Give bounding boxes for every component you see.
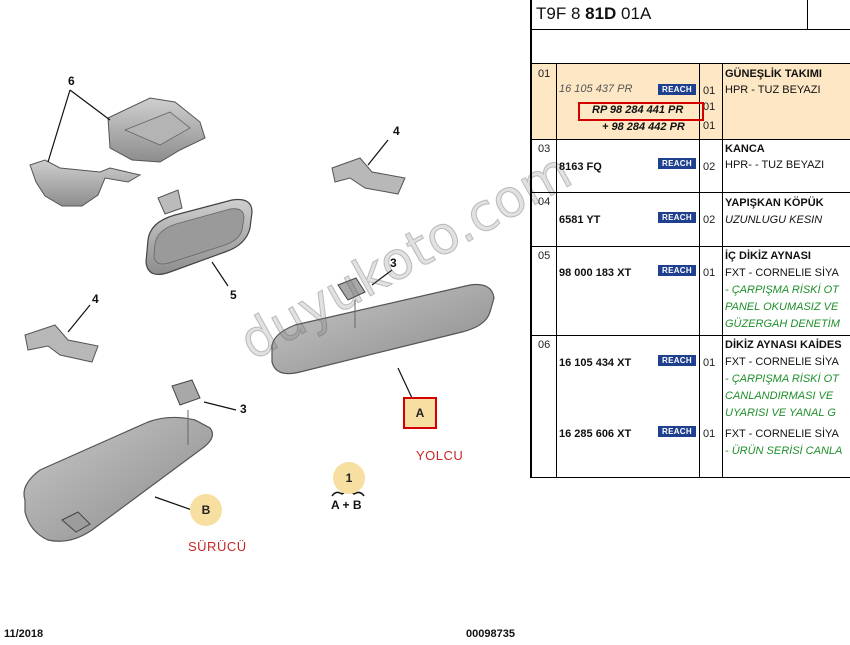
callout-3-top: 3 — [390, 256, 397, 270]
driver-sun-visor — [23, 379, 237, 542]
part-number[interactable]: 6581 YT — [559, 214, 601, 226]
part-desc: UZUNLUGU KESIN — [725, 214, 823, 226]
parts-illustration — [23, 89, 495, 542]
part-number[interactable]: RP 98 284 441 PR — [592, 104, 684, 116]
part-title: YAPIŞKAN KÖPÜK — [725, 197, 824, 209]
driver-text: SÜRÜCÜ — [188, 539, 247, 554]
table-subheader — [532, 30, 850, 65]
passenger-text: YOLCU — [416, 448, 464, 463]
parts-diagram: 6 4 5 3 4 3 A YOLCU B SÜRÜCÜ 1 A + B 11/… — [4, 74, 515, 640]
reach-badge: REACH — [658, 426, 696, 437]
diagram-reference: 00098735 — [466, 628, 515, 640]
table-row[interactable]: 06 16 105 434 XT REACH 01 16 285 606 XT … — [532, 335, 850, 478]
part-desc: FXT - CORNELIE SİYA — [725, 428, 839, 440]
part-note: - ÇARPIŞMA RİSKİ OT — [725, 373, 839, 385]
callout-6: 6 — [68, 74, 75, 88]
assembly-sub-label: A + B — [331, 498, 362, 512]
highlight-box — [578, 102, 704, 121]
part-desc: FXT - CORNELIE SİYA — [725, 356, 839, 368]
reach-badge: REACH — [658, 212, 696, 223]
diagram-date: 11/2018 — [4, 628, 44, 640]
part-number[interactable]: 98 000 183 XT — [559, 267, 632, 279]
callout-4-left: 4 — [92, 292, 99, 306]
table-row[interactable]: 04 6581 YT REACH 02 YAPIŞKAN KÖPÜK UZUNL… — [532, 192, 850, 247]
table-row[interactable]: 01 16 105 437 PR REACH 01 RP 98 284 441 … — [532, 64, 850, 140]
parts-table: T9F 8 81D 01A 01 16 105 437 PR REACH 01 … — [530, 0, 850, 478]
table-row[interactable]: 03 8163 FQ REACH 02 KANCA HPR- - TUZ BEY… — [532, 139, 850, 193]
part-note: GÜZERGAH DENETİM — [725, 318, 840, 330]
part-note: UYARISI VE YANAL G — [725, 407, 836, 419]
mirror-base-cover-part — [29, 89, 206, 207]
part-note: - ÜRÜN SERİSİ CANLA — [725, 445, 843, 457]
table-row[interactable]: 05 98 000 183 XT REACH 01 İÇ DİKİZ AYNAS… — [532, 246, 850, 336]
part-number[interactable]: 16 285 606 XT — [559, 428, 632, 440]
part-note: CANLANDIRMASI VE — [725, 390, 834, 402]
reach-badge: REACH — [658, 84, 696, 95]
callout-3-left: 3 — [240, 402, 247, 416]
interior-mirror-part — [145, 189, 253, 287]
part-number[interactable]: 8163 FQ — [559, 161, 602, 173]
reach-badge: REACH — [658, 158, 696, 169]
part-desc: HPR- - TUZ BEYAZI — [725, 159, 825, 171]
part-title: İÇ DİKİZ AYNASI — [725, 250, 811, 262]
table-header: T9F 8 81D 01A — [532, 0, 850, 30]
part-desc: HPR - TUZ BEYAZI — [725, 84, 821, 96]
part-number[interactable]: 16 105 437 PR — [559, 83, 633, 95]
quantity: 01 — [703, 357, 716, 369]
callout-5: 5 — [230, 288, 237, 302]
assembly-label-1: 1 — [333, 462, 365, 494]
quantity: 01 — [703, 85, 716, 97]
quantity: 01 — [703, 267, 716, 279]
part-title: DİKİZ AYNASI KAİDES — [725, 339, 842, 351]
quantity: 02 — [703, 214, 716, 226]
quantity: 02 — [703, 161, 716, 173]
part-note: - ÇARPIŞMA RİSKİ OT — [725, 284, 839, 296]
quantity: 01 — [703, 101, 716, 113]
reach-badge: REACH — [658, 355, 696, 366]
quantity: 01 — [703, 120, 716, 132]
part-note: PANEL OKUMASIZ VE — [725, 301, 839, 313]
part-desc: FXT - CORNELIE SİYA — [725, 267, 839, 279]
reach-badge: REACH — [658, 265, 696, 276]
part-number[interactable]: + 98 284 442 PR — [602, 121, 685, 133]
driver-label-b: B — [190, 494, 222, 526]
adhesive-foam-part — [24, 139, 406, 363]
passenger-label-a: A — [403, 397, 437, 429]
quantity: 01 — [703, 428, 716, 440]
part-number[interactable]: 16 105 434 XT — [559, 357, 632, 369]
part-title: KANCA — [725, 143, 765, 155]
part-title: GÜNEŞLİK TAKIMI — [725, 68, 822, 80]
catalog-code: T9F 8 81D 01A — [536, 4, 652, 23]
passenger-sun-visor — [271, 269, 495, 399]
callout-4-top: 4 — [393, 124, 400, 138]
